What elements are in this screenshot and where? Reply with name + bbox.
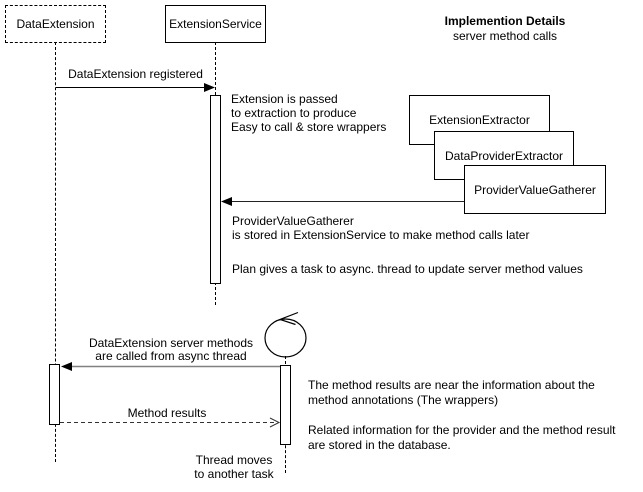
- note-stored: ProviderValueGatherer is stored in Exten…: [232, 214, 530, 242]
- message-arrow-async-call: [61, 362, 280, 371]
- diagram-subtitle: server method calls: [452, 29, 558, 43]
- diagram-title: Implemention Details: [444, 14, 566, 28]
- diagram-header: Implemention Details server method calls: [420, 14, 590, 44]
- message-arrow-gatherer: [221, 197, 464, 206]
- activation-bar-async-thread: [280, 365, 291, 445]
- actor-label-data-extension: DataExtension: [16, 17, 95, 31]
- lifeline-data-extension: [55, 42, 56, 462]
- message-label-async-call: DataExtension server methods are called …: [88, 336, 254, 363]
- activation-bar-extension-service: [210, 95, 221, 284]
- message-arrow-register: [56, 83, 215, 92]
- actor-box-data-extension: DataExtension: [5, 5, 106, 43]
- note-extraction: Extension is passed to extraction to pro…: [231, 92, 387, 134]
- class-box-provider-value-gatherer: ProviderValueGatherer: [464, 165, 606, 214]
- note-results: The method results are near the informat…: [308, 378, 616, 452]
- actor-label-extension-service: ExtensionService: [169, 17, 262, 31]
- activation-bar-data-extension: [49, 364, 60, 425]
- message-label-method-results: Method results: [127, 406, 207, 420]
- message-label-register: DataExtension registered: [68, 67, 203, 81]
- class-label-extension-extractor: ExtensionExtractor: [429, 113, 530, 127]
- actor-box-extension-service: ExtensionService: [165, 5, 266, 43]
- class-label-provider-value-gatherer: ProviderValueGatherer: [474, 182, 596, 197]
- note-plan: Plan gives a task to async. thread to up…: [232, 262, 583, 276]
- note-thread-moves: Thread moves to another task: [194, 453, 274, 481]
- class-label-data-provider-extractor: DataProviderExtractor: [444, 148, 564, 163]
